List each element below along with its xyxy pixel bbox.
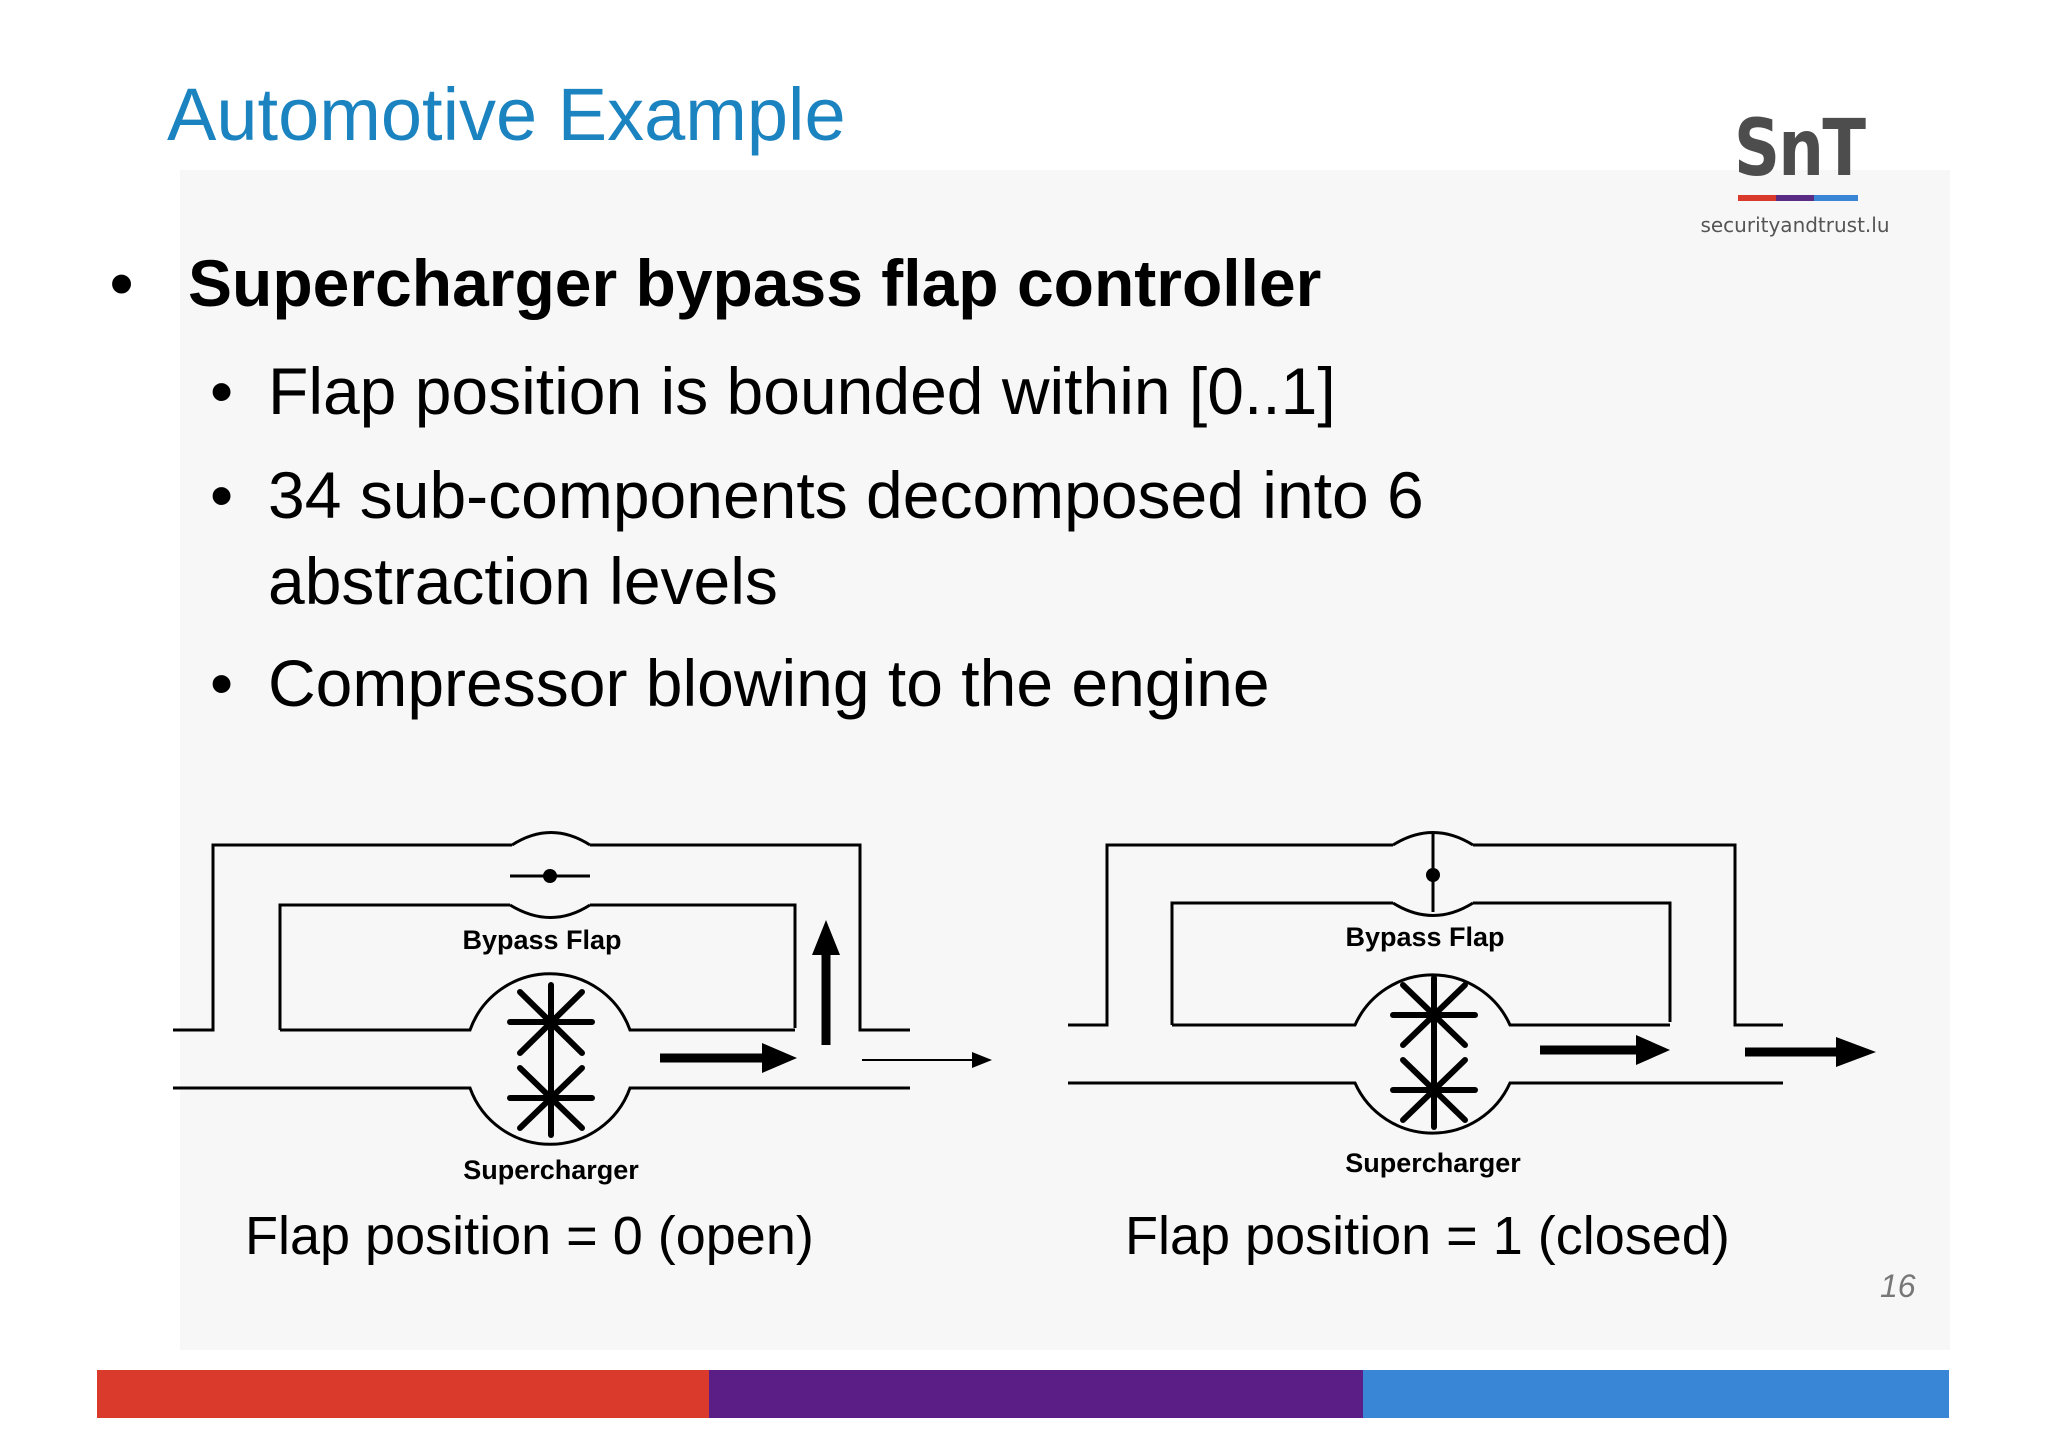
footer-bar-blue [1363, 1370, 1949, 1418]
bypass-flow-arrow-head [812, 920, 840, 955]
supercharger-label: Supercharger [463, 1155, 639, 1185]
logo-url: securityandtrust.lu [1700, 213, 1890, 237]
supercharger-casing [280, 972, 795, 1032]
bypass-outer-duct [173, 843, 512, 1032]
supercharger-label: Supercharger [1345, 1148, 1521, 1178]
bullet-dot: • [210, 646, 234, 720]
bypass-outer-duct [1473, 843, 1783, 1027]
bullet-dot: • [110, 246, 134, 320]
page-number: 16 [1880, 1268, 1916, 1304]
flow-arrow-head [1636, 1035, 1670, 1065]
flap-pivot [1426, 868, 1440, 882]
bypass-inner-duct [1170, 901, 1393, 1025]
footer-bar-purple [709, 1370, 1363, 1418]
rotor-upper [507, 982, 595, 1063]
logo-stripe-red [1738, 195, 1776, 201]
diagram-closed [1068, 831, 1876, 1135]
supercharger-casing [1172, 973, 1670, 1027]
flap-housing [509, 903, 591, 919]
bullet-dot: • [210, 354, 234, 428]
flap-pivot [543, 869, 557, 883]
bullet-sub-text: Compressor blowing to the engine [268, 646, 1270, 720]
outlet-arrow-head [1836, 1037, 1876, 1067]
bypass-outer-duct [590, 843, 910, 1032]
snt-logo: SnT securityandtrust.lu [1700, 105, 1890, 245]
flap-label: Bypass Flap [1345, 922, 1504, 952]
diagram-open [173, 831, 992, 1146]
bullet-sub-text: 34 sub-components decomposed into 6 abst… [268, 458, 1424, 618]
caption-open: Flap position = 0 (open) [245, 1206, 814, 1266]
bypass-inner-duct [278, 903, 510, 1030]
bypass-inner-duct [590, 903, 797, 1028]
slide-background [180, 170, 1950, 1350]
logo-stripe-blue [1814, 195, 1858, 201]
footer-bar-red [97, 1370, 709, 1418]
bullet-sub-text: Flap position is bounded within [0..1] [268, 354, 1336, 428]
flap-label: Bypass Flap [462, 925, 621, 955]
rotor-upper [1390, 975, 1478, 1055]
main-duct-bottom [1068, 1081, 1783, 1135]
main-duct-bottom [173, 1086, 910, 1146]
logo-stripe-purple [1776, 195, 1814, 201]
bypass-outer-duct [1068, 843, 1393, 1027]
bullet-dot: • [210, 458, 234, 532]
rotor-lower [507, 1057, 595, 1138]
rotor-lower [1390, 1050, 1478, 1130]
caption-closed: Flap position = 1 (closed) [1125, 1206, 1730, 1266]
bullet-main-text: Supercharger bypass flap controller [188, 246, 1322, 320]
flap-housing [1392, 901, 1474, 917]
flap-housing [511, 831, 591, 847]
slide-title: Automotive Example [167, 73, 846, 156]
bypass-inner-duct [1473, 901, 1672, 1022]
flow-arrow-head [762, 1043, 797, 1073]
